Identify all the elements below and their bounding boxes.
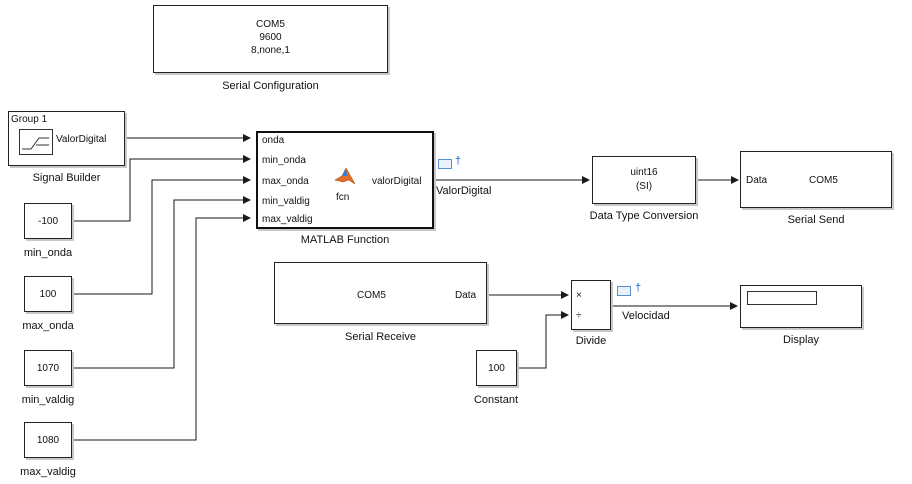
- signal-builder-icon: [19, 129, 53, 155]
- constant-max-valdig[interactable]: 1080: [24, 422, 72, 458]
- divide-block[interactable]: × ÷: [571, 280, 611, 330]
- dtc-line-1: uint16: [630, 167, 658, 178]
- divide-multiply-sign: ×: [576, 290, 582, 301]
- serial-configuration-block[interactable]: COM5 9600 8,none,1: [153, 5, 388, 73]
- serial-receive-label: Serial Receive: [345, 331, 416, 343]
- constant-min-valdig-label: min_valdig: [21, 394, 75, 406]
- constant-min-onda-label: min_onda: [23, 247, 73, 259]
- constant-min-valdig[interactable]: 1070: [24, 350, 72, 386]
- constant-max-valdig-label: max_valdig: [20, 466, 76, 478]
- wire-constant: [517, 311, 569, 369]
- signal-builder-block[interactable]: Group 1 ValorDigital: [8, 111, 125, 166]
- serial-configuration-label: Serial Configuration: [222, 80, 319, 92]
- constant-min-valdig-value: 1070: [36, 363, 60, 374]
- matlab-function-block[interactable]: onda min_onda max_onda min_valdig max_va…: [256, 131, 434, 229]
- serial-send-com: COM5: [809, 175, 838, 186]
- mf-center-fcn: fcn: [336, 192, 350, 203]
- mf-input-max-onda: max_onda: [262, 176, 309, 187]
- wire-max-valdig: [72, 214, 251, 441]
- mf-input-min-valdig: min_valdig: [262, 196, 310, 207]
- serial-receive-com: COM5: [357, 290, 386, 301]
- test-point-icon-2[interactable]: †: [635, 282, 642, 294]
- constant-max-onda-label: max_onda: [22, 320, 74, 332]
- test-point-icon[interactable]: †: [455, 155, 462, 167]
- divide-divide-sign: ÷: [576, 310, 582, 321]
- serial-send-port: Data: [746, 175, 768, 186]
- serial-send-label: Serial Send: [787, 214, 845, 226]
- display-readout: [747, 291, 817, 305]
- wire-min-valdig: [72, 196, 251, 369]
- data-type-conversion-block[interactable]: uint16 (SI): [592, 156, 696, 204]
- matlab-function-label: MATLAB Function: [300, 234, 390, 246]
- display-block[interactable]: [740, 285, 862, 328]
- signal-logging-icon[interactable]: [438, 159, 452, 169]
- signal-velocidad-label: Velocidad: [622, 310, 670, 322]
- serial-receive-block[interactable]: COM5 Data: [274, 262, 487, 324]
- wire-min-onda: [72, 155, 251, 222]
- serial-config-line-2: 9600: [259, 32, 282, 43]
- signal-valordigital-label: ValorDigital: [436, 185, 492, 197]
- dtc-line-2: (SI): [635, 181, 653, 192]
- serial-receive-port: Data: [455, 290, 477, 301]
- data-type-conversion-label: Data Type Conversion: [589, 210, 699, 222]
- serial-send-block[interactable]: Data COM5: [740, 151, 892, 208]
- signal-builder-group: Group 1: [11, 114, 48, 125]
- mf-input-min-onda: min_onda: [262, 155, 306, 166]
- serial-config-line-1: COM5: [256, 19, 285, 30]
- divide-label: Divide: [575, 335, 607, 347]
- signal-builder-label: Signal Builder: [32, 172, 101, 184]
- constant-min-onda[interactable]: -100: [24, 203, 72, 239]
- signal-builder-port: ValorDigital: [56, 134, 107, 145]
- constant-max-valdig-value: 1080: [36, 435, 60, 446]
- wire-max-onda: [72, 176, 251, 295]
- serial-config-line-3: 8,none,1: [251, 45, 290, 56]
- display-label: Display: [782, 334, 820, 346]
- constant-block[interactable]: 100: [476, 350, 517, 386]
- constant-max-onda-value: 100: [39, 289, 57, 300]
- signal-logging-icon-2[interactable]: [617, 286, 631, 296]
- constant-min-onda-value: -100: [37, 216, 58, 227]
- mf-input-max-valdig: max_valdig: [262, 214, 313, 225]
- matlab-logo-icon: [334, 167, 356, 185]
- constant-block-label: Constant: [473, 394, 519, 406]
- constant-max-onda[interactable]: 100: [24, 276, 72, 312]
- mf-input-onda: onda: [262, 135, 285, 146]
- mf-output-port: valorDigital: [372, 176, 422, 187]
- constant-block-value: 100: [488, 363, 505, 374]
